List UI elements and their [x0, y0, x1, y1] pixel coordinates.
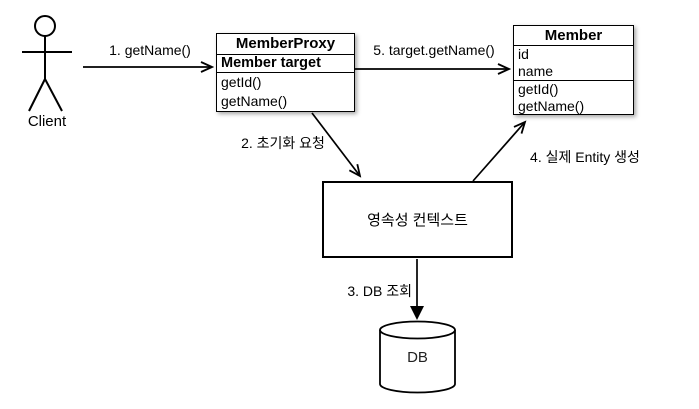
persistence-context-label: 영속성 컨텍스트 — [367, 212, 468, 229]
db-cylinder-body — [379, 330, 456, 394]
flow-label-step5: 5. target.getName() — [373, 42, 495, 58]
client-actor-label: Client — [27, 113, 67, 130]
actor-right-leg — [44, 78, 63, 112]
member-field-name: name — [518, 63, 554, 79]
client-actor-figure — [22, 15, 72, 112]
actor-left-leg — [28, 78, 46, 112]
memberproxy-attribute: Member target — [217, 55, 354, 73]
member-class-box: Member id name getId() getName() — [513, 25, 634, 115]
db-cylinder-top — [379, 320, 456, 340]
flow-label-step4: 4. 실제 Entity 생성 — [530, 149, 640, 165]
db-cylinder — [379, 320, 456, 394]
memberproxy-class-box: MemberProxy Member target getId() getNam… — [216, 33, 355, 112]
member-fields: id name — [514, 46, 633, 81]
arrow-step2-proxy-to-context — [311, 112, 360, 176]
flow-label-step2: 2. 초기화 요청 — [241, 135, 325, 151]
member-method-getid: getId() — [518, 81, 559, 97]
memberproxy-method-getid: getId() — [221, 74, 262, 90]
db-label: DB — [407, 349, 428, 366]
member-method-getname: getName() — [518, 98, 585, 114]
memberproxy-method-getname: getName() — [221, 92, 288, 109]
memberproxy-methods: getId() getName() — [217, 73, 354, 110]
member-field-id: id — [518, 46, 529, 62]
arrow-step3-head — [410, 306, 424, 320]
flow-label-step1: 1. getName() — [109, 42, 191, 58]
member-title: Member — [514, 26, 633, 46]
actor-head — [34, 15, 56, 37]
arrow-step4-context-to-member — [472, 122, 525, 182]
memberproxy-title: MemberProxy — [217, 34, 354, 55]
flow-label-step3: 3. DB 조회 — [347, 283, 412, 299]
member-methods: getId() getName() — [514, 81, 633, 115]
persistence-context-box: 영속성 컨텍스트 — [322, 181, 513, 258]
